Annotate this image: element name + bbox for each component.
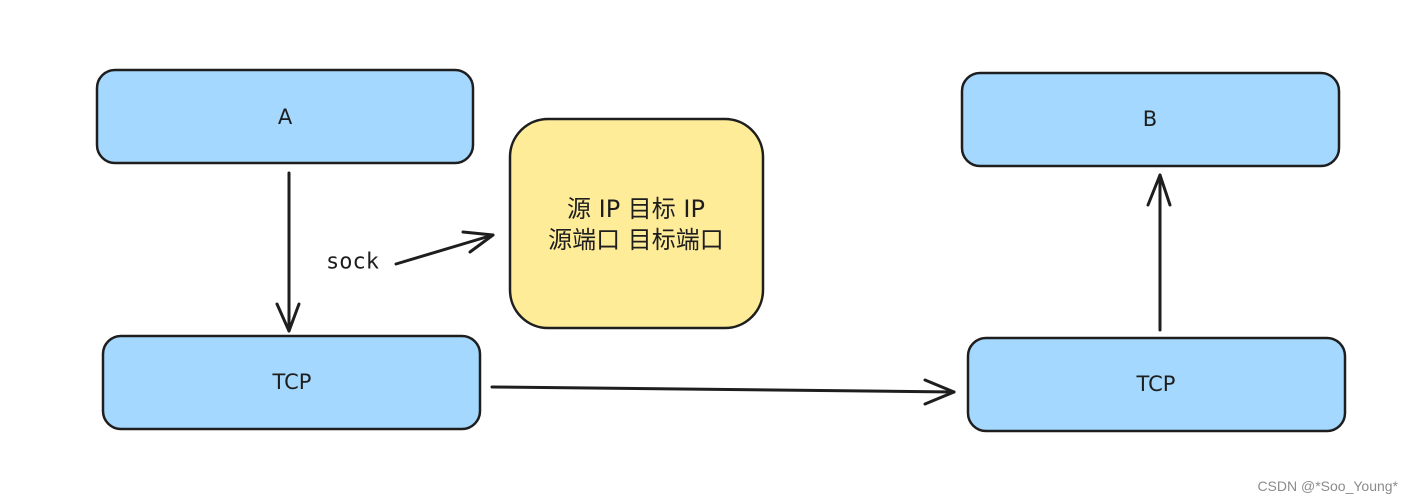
arrow-tcp-to-b [1146, 173, 1172, 332]
arrow-a-to-tcp [275, 171, 301, 333]
arrow-tcp-to-tcp [490, 378, 956, 406]
node-tcp-left: TCP [101, 334, 482, 431]
node-a-label: A [278, 105, 293, 129]
watermark-text: CSDN @*Soo_Young* [1257, 478, 1398, 494]
node-tcp-right-label: TCP [1136, 372, 1176, 396]
node-b-label: B [1143, 107, 1157, 131]
socket-info-note: 源 IP 目标 IP 源端口 目标端口 [508, 117, 765, 330]
node-a: A [95, 68, 475, 165]
sock-label: sock [326, 250, 379, 275]
node-tcp-left-label: TCP [272, 370, 312, 394]
note-line-1: 源 IP 目标 IP [567, 195, 705, 223]
note-line-2: 源端口 目标端口 [548, 226, 724, 254]
arrow-sock-to-note [394, 230, 495, 266]
node-b: B [960, 71, 1341, 168]
node-tcp-right: TCP [966, 336, 1347, 433]
